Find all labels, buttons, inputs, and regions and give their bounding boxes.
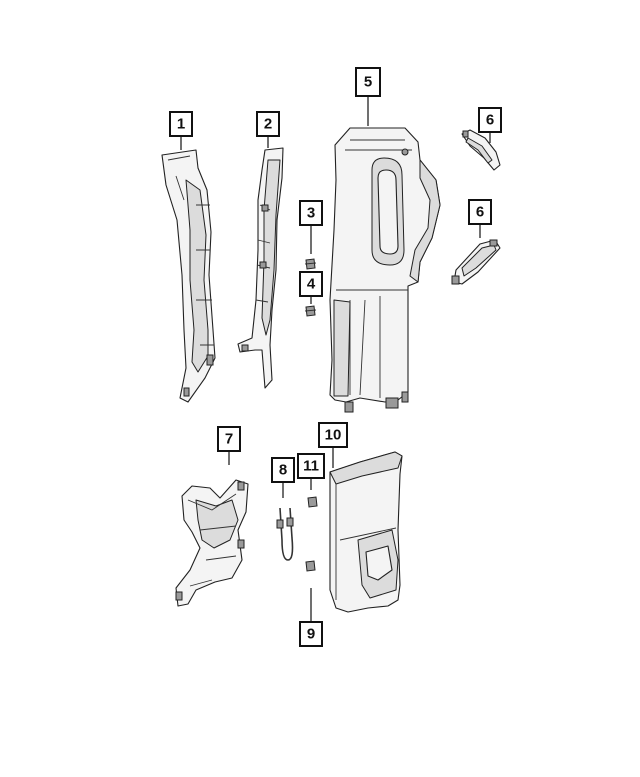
part-9-clip [305, 560, 316, 572]
part-10-b-pillar-lower-trim [329, 451, 403, 613]
callout-1-label: 1 [177, 116, 185, 133]
callout-2: 2 [256, 111, 280, 137]
part-4-clip [304, 305, 317, 317]
callout-7: 7 [217, 426, 241, 452]
part-3-clip [304, 258, 317, 270]
callout-2-label: 2 [264, 116, 272, 133]
callout-11: 11 [297, 453, 325, 479]
callout-10-label: 10 [325, 427, 342, 444]
callout-10: 10 [318, 422, 348, 448]
callout-4: 4 [299, 271, 323, 297]
callout-6-lower: 6 [468, 199, 492, 225]
callout-11-label: 11 [303, 458, 319, 475]
callout-3-label: 3 [307, 205, 315, 222]
callout-9-label: 9 [307, 626, 315, 643]
callout-8: 8 [271, 457, 295, 483]
callout-5: 5 [355, 67, 381, 97]
callout-4-label: 4 [307, 276, 316, 293]
callout-5-label: 5 [364, 74, 372, 91]
callout-6-lower-label: 6 [476, 204, 484, 221]
callout-9: 9 [299, 621, 323, 647]
part-6-grab-handle-upper [461, 129, 501, 171]
part-7-bracket [175, 479, 249, 607]
part-8-cable-guide [276, 507, 294, 561]
callout-6-upper-label: 6 [486, 112, 494, 129]
callout-6-upper: 6 [478, 107, 502, 133]
callout-1: 1 [169, 111, 193, 137]
callout-3: 3 [299, 200, 323, 226]
part-1-a-pillar-trim [161, 149, 216, 403]
part-6-grab-handle-lower [451, 239, 501, 285]
callout-7-label: 7 [225, 431, 233, 448]
part-11-clip [307, 496, 318, 508]
callout-8-label: 8 [279, 462, 287, 479]
part-2-pillar-inner-trim [237, 147, 284, 389]
part-5-b-pillar-upper-trim [329, 127, 441, 413]
